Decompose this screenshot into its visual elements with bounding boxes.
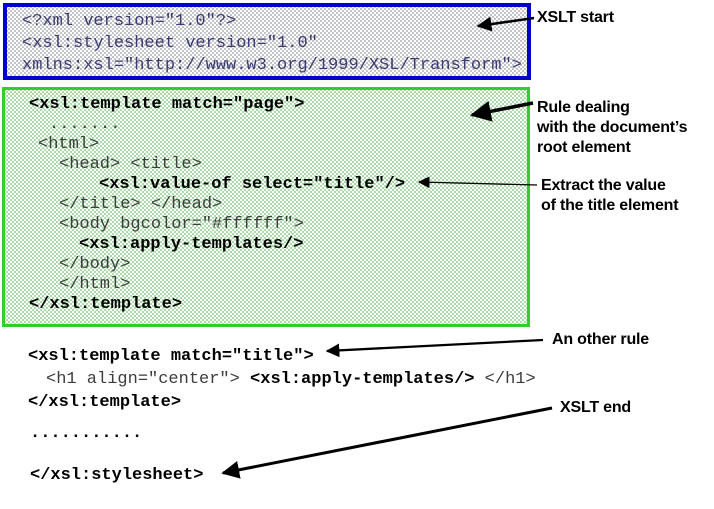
annotation-another-rule: An other rule [552,331,649,348]
code-line: <?xml version="1.0"?> [22,11,527,33]
code-text: ....... [49,115,121,134]
code-line-stylesheet-close: </xsl:stylesheet> [30,466,203,486]
annotation-extract-title: Extract the value of the title element [541,176,679,216]
code-text: <html> [38,135,100,154]
code-line: ....... [5,115,527,135]
code-text: <head> <title> [59,155,202,174]
code-text: <xsl:value-of select="title"/> [99,175,406,194]
code-line: </html> [5,275,527,295]
code-text: <h1 align="center"> [46,370,251,389]
code-line: xmlns:xsl="http://www.w3.org/1999/XSL/Tr… [22,55,527,77]
code-text: <xsl:apply-templates/> [250,370,475,389]
code-text: ........... [30,424,143,443]
code-text: </xsl:template> [28,393,182,412]
code-line: </xsl:template> [28,393,181,413]
code-text: <xsl:apply-templates/> [79,235,304,254]
code-text: <body bgcolor="#ffffff"> [59,215,304,234]
code-line: <head> <title> [5,155,527,175]
code-text: </body> [59,255,131,274]
code-line: </xsl:template> [5,295,527,315]
code-text: </xsl:template> [29,295,183,314]
code-text: </html> [59,275,131,294]
xslt-start-code-box: <?xml version="1.0"?> <xsl:stylesheet ve… [3,3,531,80]
code-line: </body> [5,255,527,275]
annotation-line: Extract the value [541,177,666,194]
xslt-end-arrow-icon [221,406,553,479]
code-line: <xsl:value-of select="title"/> [5,175,527,195]
annotation-line: Rule dealing [537,99,630,116]
code-line: </title> </head> [5,195,527,215]
code-line: <html> [5,135,527,155]
annotation-xslt-end: XSLT end [560,399,631,416]
code-text: xmlns:xsl="http://www.w3.org/1999/XSL/Tr… [22,56,522,75]
annotation-line: with the document’s [537,119,688,136]
annotation-xslt-start: XSLT start [537,9,614,26]
code-line: <xsl:template match="title"> [28,347,314,367]
another-rule-arrow-icon [325,338,544,358]
annotation-line: of the title element [541,197,679,214]
annotation-root-rule: Rule dealing with the document’s root el… [537,98,687,158]
code-line: <xsl:apply-templates/> [5,235,527,255]
code-text: </xsl:stylesheet> [30,466,204,485]
template-page-code-box: <xsl:template match="page"> ....... <htm… [2,87,530,327]
code-text: </title> </head> [59,195,223,214]
code-text: <xsl:template match="title"> [28,347,314,366]
code-line: <xsl:stylesheet version="1.0" [22,33,527,55]
code-line: <h1 align="center"> <xsl:apply-templates… [46,370,536,390]
annotation-line: root element [537,139,631,156]
code-line-ellipsis: ........... [30,424,142,444]
code-line: <xsl:template match="page"> [5,95,527,115]
code-line: <body bgcolor="#ffffff"> [5,215,527,235]
code-text: <xsl:stylesheet version="1.0" [22,34,318,53]
code-text: <?xml version="1.0"?> [22,12,237,31]
code-text: <xsl:template match="page"> [29,95,305,114]
code-text: </h1> [474,370,536,389]
